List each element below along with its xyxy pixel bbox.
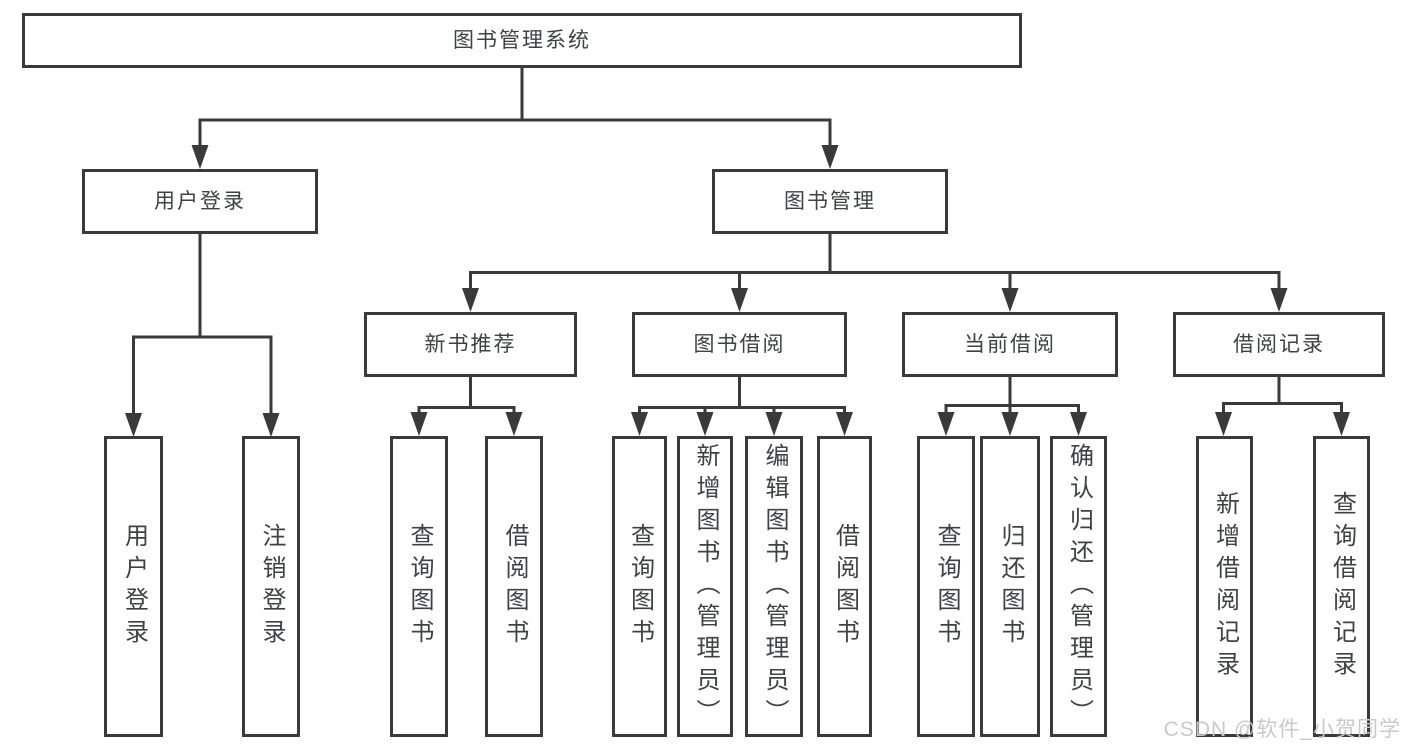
leaf-query-books-borrowing: 查询图书 [612, 436, 667, 737]
leaf-confirm-return-admin: 确认归还（管理员） [1050, 436, 1107, 737]
leaf-return-book: 归还图书 [980, 436, 1040, 737]
arrowheads [125, 145, 1350, 437]
node-book-management: 图书管理 [712, 169, 948, 234]
node-book-borrowing: 图书借阅 [632, 312, 847, 377]
leaf-borrow-books-recommend: 借阅图书 [485, 436, 543, 737]
node-current-borrowing: 当前借阅 [902, 312, 1118, 377]
leaf-query-books-recommend: 查询图书 [390, 436, 448, 737]
leaf-add-book-admin: 新增图书（管理员） [677, 436, 733, 737]
leaf-query-borrow-record: 查询借阅记录 [1313, 436, 1370, 737]
leaf-edit-book-admin: 编辑图书（管理员） [745, 436, 803, 737]
node-new-book-recommendation: 新书推荐 [364, 312, 577, 377]
csdn-watermark: CSDN @软件_小贺同学 [1163, 718, 1401, 741]
node-user-login: 用户登录 [82, 169, 318, 234]
leaf-query-books-current: 查询图书 [917, 436, 975, 737]
node-library-management-system: 图书管理系统 [22, 13, 1022, 68]
leaf-add-borrow-record: 新增借阅记录 [1196, 436, 1253, 737]
leaf-user-login: 用户登录 [104, 436, 163, 737]
node-borrowing-records: 借阅记录 [1173, 312, 1385, 377]
leaf-logout-login: 注销登录 [242, 436, 300, 737]
leaf-borrow-books-borrowing: 借阅图书 [817, 436, 872, 737]
